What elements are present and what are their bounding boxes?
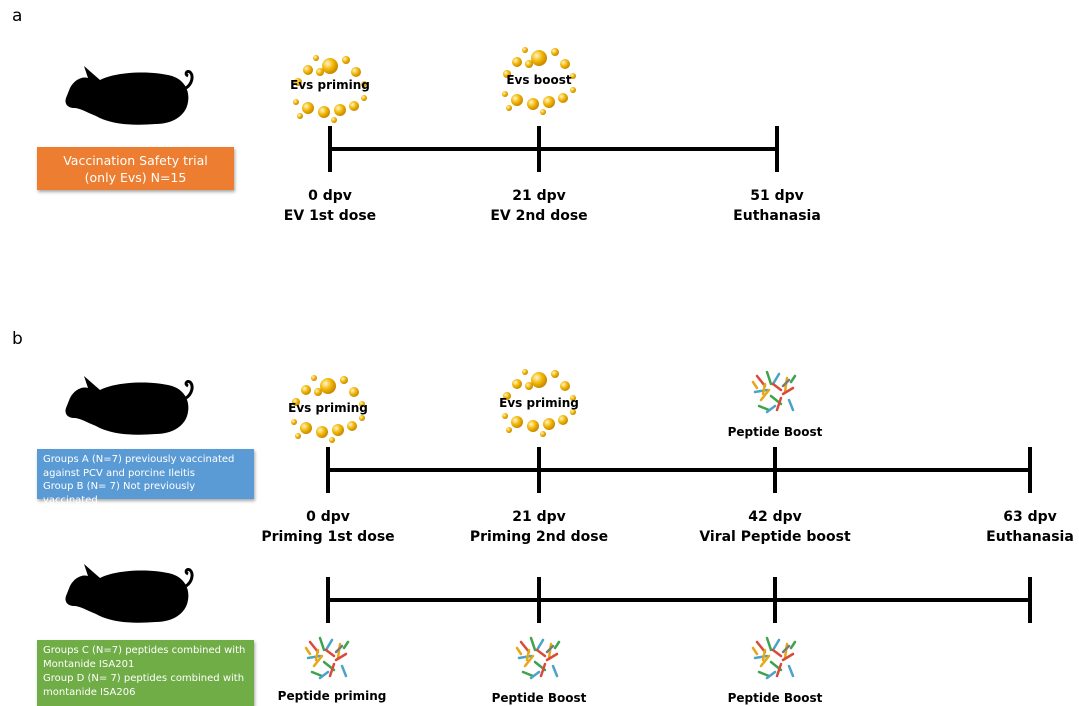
timeline-label: 42 dpv Viral Peptide boost [685, 507, 865, 547]
event-label: EV 2nd dose [490, 208, 588, 224]
dpv-label: 63 dpv [1003, 509, 1057, 525]
timeline-label: 63 dpv Euthanasia [985, 507, 1075, 547]
pig-silhouette-icon [63, 562, 194, 625]
box-line: montanide ISA206 [43, 687, 136, 698]
dpv-label: 21 dpv [512, 509, 566, 525]
box-line: Groups C (N=7) peptides combined with [43, 645, 246, 656]
timeline-a [328, 126, 779, 172]
timeline-label: 21 dpv EV 2nd dose [459, 186, 619, 226]
event-label: Euthanasia [986, 529, 1074, 545]
timeline-label: 0 dpv EV 1st dose [250, 186, 410, 226]
box-line: Group B (N= 7) Not previously vaccinated [43, 481, 196, 506]
icon-caption: Evs priming [499, 396, 579, 410]
box-line: Group D (N= 7) peptides combined with [43, 673, 245, 684]
peptide-fragments-icon [304, 636, 350, 680]
dpv-label: 0 dpv [306, 509, 350, 525]
event-label: Viral Peptide boost [699, 529, 851, 545]
icon-caption: Evs boost [506, 73, 572, 87]
event-label: Euthanasia [733, 208, 821, 224]
box-line: Montanide ISA201 [43, 659, 135, 670]
event-label: Priming 2nd dose [469, 529, 609, 545]
panel-a-label: a [12, 6, 23, 26]
dpv-label: 51 dpv [750, 188, 804, 204]
pig-silhouette-icon [63, 64, 194, 127]
icon-caption: Peptide Boost [727, 425, 823, 439]
timeline-b-upper [326, 447, 1032, 493]
box-line: Groups A (N=7) previously vaccinated [43, 454, 235, 465]
dpv-label: 21 dpv [512, 188, 566, 204]
timeline-label: 21 dpv Priming 2nd dose [459, 507, 619, 547]
groups-cd-box: Groups C (N=7) peptides combined with Mo… [37, 640, 254, 706]
dpv-label: 42 dpv [748, 509, 802, 525]
icon-caption: Evs priming [288, 401, 368, 415]
icon-caption: Evs priming [290, 78, 370, 92]
icon-caption: Peptide priming [277, 689, 387, 703]
peptide-fragments-icon [751, 370, 797, 414]
timeline-label: 51 dpv Euthanasia [697, 186, 857, 226]
groups-ab-box: Groups A (N=7) previously vaccinated aga… [37, 449, 254, 506]
peptide-fragments-icon [751, 636, 797, 680]
box-line: (only Evs) N=15 [84, 169, 187, 185]
pig-silhouette-icon [63, 374, 194, 437]
peptide-fragments-icon [515, 636, 561, 680]
dpv-label: 0 dpv [308, 188, 352, 204]
timeline-b-lower [326, 577, 1032, 623]
icon-caption: Peptide Boost [491, 691, 587, 705]
timeline-label: 0 dpv Priming 1st dose [248, 507, 408, 547]
event-label: EV 1st dose [283, 208, 377, 224]
box-line: Vaccination Safety trial [63, 152, 208, 168]
safety-trial-box: Vaccination Safety trial (only Evs) N=15 [37, 147, 234, 190]
panel-b-label: b [12, 329, 23, 349]
event-label: Priming 1st dose [261, 529, 395, 545]
box-line: against PCV and porcine Ileitis [43, 467, 195, 479]
icon-caption: Peptide Boost [727, 691, 823, 705]
